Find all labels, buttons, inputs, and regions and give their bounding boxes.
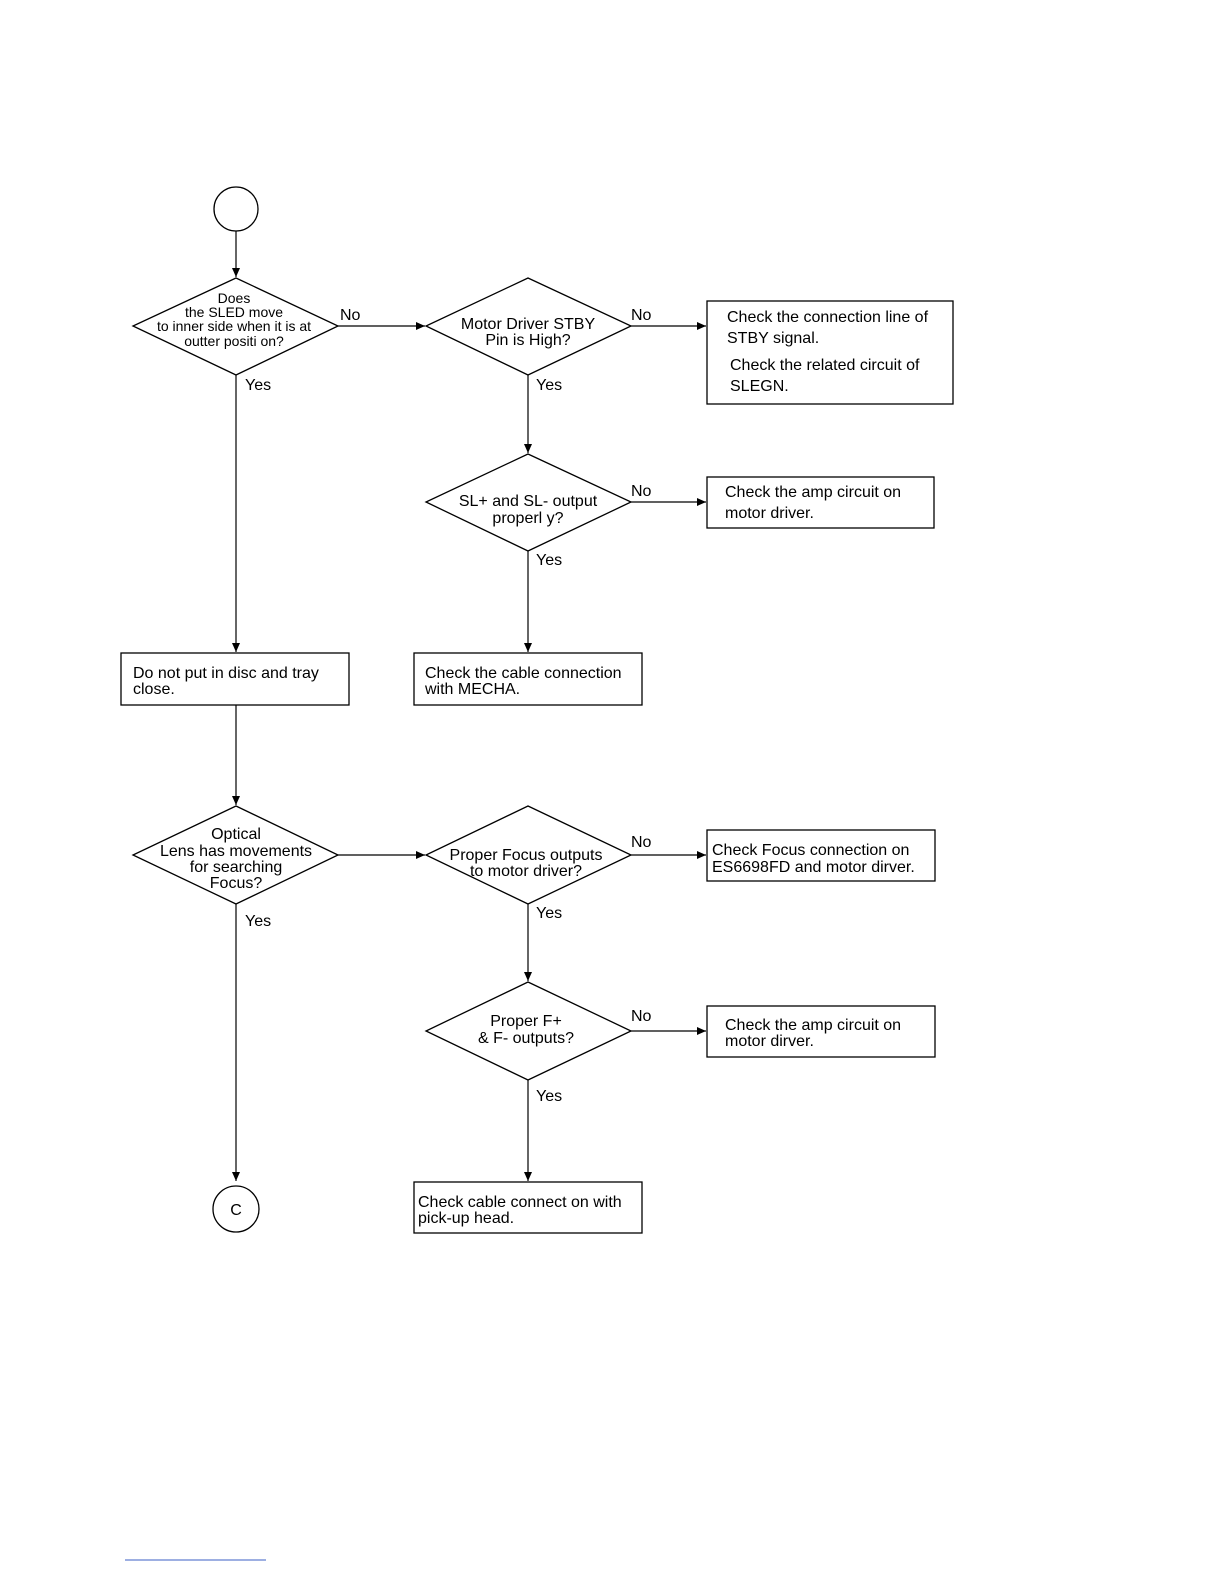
b7-line-2: pick-up head. [418,1210,514,1227]
b2-line-1: Check the amp circuit on [725,484,901,501]
end-connector-label: C [230,1202,242,1219]
label-yes-d4: Yes [245,913,271,930]
label-yes-d1: Yes [245,377,271,394]
box-check-pickup-cable [413,1181,643,1234]
label-yes-d5: Yes [536,905,562,922]
b1-line-2: STBY signal. [727,330,819,347]
label-yes-d6: Yes [536,1088,562,1105]
decision-lens-movement [131,805,340,905]
b7-line-1: Check cable connect on with [418,1194,622,1211]
b6-line-1: Check the amp circuit on [725,1017,901,1034]
d1-line-4: outter positi on? [184,333,284,349]
d2-line-2: Pin is High? [485,332,570,349]
label-no-d5: No [631,834,652,851]
d5-line-1: Proper Focus outputs [450,847,603,864]
d2-line-1: Motor Driver STBY [461,316,596,333]
b3-line-2: with MECHA. [424,681,520,698]
d1-line-2: the SLED move [185,304,283,320]
box-check-amp-driver [706,476,935,529]
b1-line-3: Check the related circuit of [730,357,920,374]
d6-line-2: & F- outputs? [478,1030,574,1047]
label-no-d6: No [631,1008,652,1025]
decision-sl-output [424,453,633,552]
label-yes-d2: Yes [536,377,562,394]
d4-line-4: Focus? [210,875,263,892]
decision-sled-move [131,277,340,376]
b4-line-1: Do not put in disc and tray [133,665,319,682]
d1-line-1: Does [218,290,251,306]
box-check-focus-connection [706,829,936,882]
box-check-cable-mecha [413,652,643,706]
b1-line-1: Check the connection line of [727,309,929,326]
d4-line-2: Lens has movements [160,843,312,860]
end-connector-circle [212,1185,260,1233]
d3-line-2: properl y? [492,510,563,527]
box-check-amp-dirver [706,1005,936,1058]
start-connector-circle [213,186,259,232]
decision-stby-high [424,277,633,376]
box-no-disc-tray [120,652,350,706]
d5-line-2: to motor driver? [470,863,582,880]
decision-focus-outputs [424,805,633,905]
label-yes-d3: Yes [536,552,562,569]
b4-line-2: close. [133,681,175,698]
decision-f-outputs [424,981,633,1081]
d1-line-3: to inner side when it is at [157,318,311,334]
b2-line-2: motor driver. [725,505,814,522]
b1-line-4: SLEGN. [730,378,789,395]
label-no-d1: No [340,307,361,324]
label-no-d3: No [631,483,652,500]
b5-line-2: ES6698FD and motor dirver. [712,859,915,876]
d4-line-1: Optical [211,826,261,843]
box-check-stby [706,300,954,405]
d6-line-1: Proper F+ [490,1013,562,1030]
d4-line-3: for searching [190,859,283,876]
b6-line-2: motor dirver. [725,1033,814,1050]
d3-line-1: SL+ and SL- output [459,493,598,510]
b5-line-1: Check Focus connection on [712,842,909,859]
b3-line-1: Check the cable connection [425,665,622,682]
label-no-d2: No [631,307,652,324]
